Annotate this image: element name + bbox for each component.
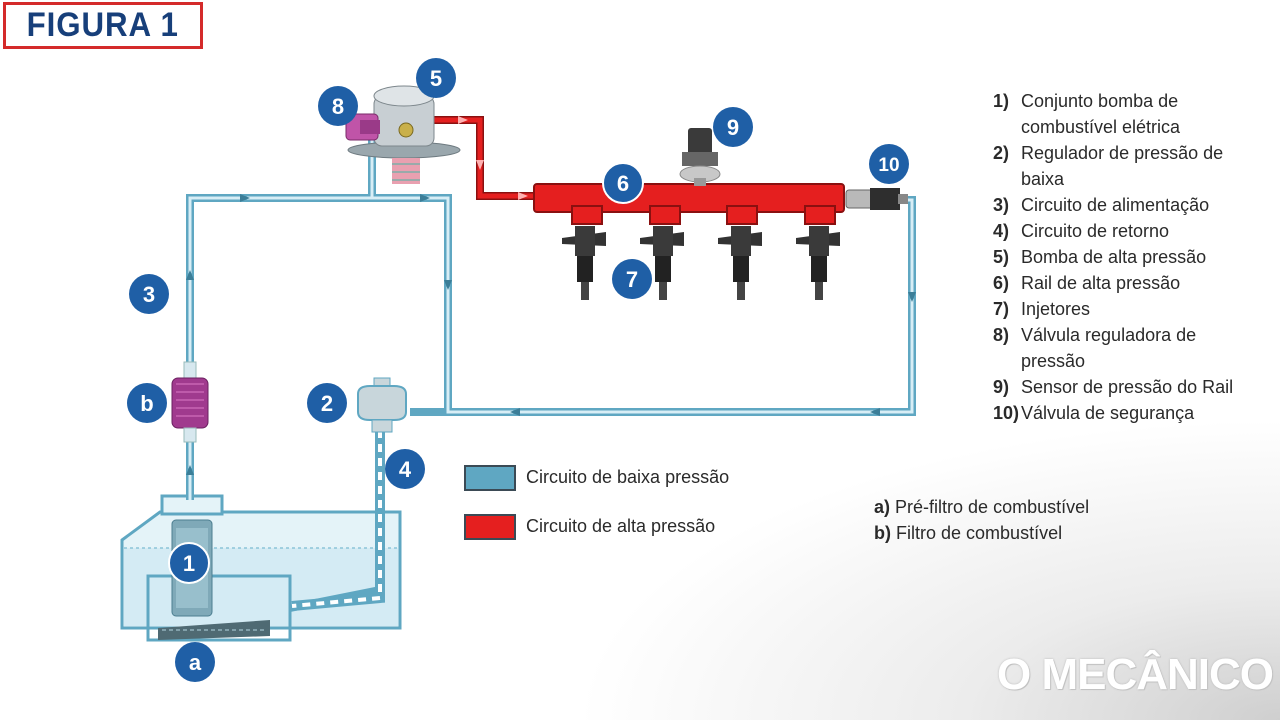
- badge-8-label: 8: [332, 94, 344, 119]
- filter-item: a) Pré-filtro de combustível: [874, 494, 1089, 520]
- badge-6: 6: [602, 162, 644, 204]
- legend-number: 8): [993, 325, 1010, 345]
- injector-1: [562, 226, 606, 300]
- figure-title: FIGURA 1: [26, 6, 180, 44]
- badge-4: 4: [385, 449, 425, 489]
- legend-number: 1): [993, 91, 1010, 111]
- rail-pressure-sensor: [679, 128, 721, 186]
- fuel-tank: [120, 494, 402, 642]
- injector-4: [796, 226, 840, 300]
- high-pressure-arrows: [458, 116, 528, 200]
- low-pressure-key-label: Circuito de baixa pressão: [526, 467, 730, 487]
- badge-a: a: [175, 642, 215, 682]
- filter-legend: a) Pré-filtro de combustível b) Filtro d…: [874, 494, 1089, 546]
- low-pressure-regulator: [357, 377, 407, 433]
- badge-10: 10: [869, 144, 909, 184]
- filter-key: a): [874, 497, 891, 517]
- legend-item: 9) Sensor de pressão do Rail: [993, 374, 1253, 400]
- legend-item: 6) Rail de alta pressão: [993, 270, 1253, 296]
- high-pressure-rail: [533, 183, 845, 225]
- badge-2-label: 2: [321, 391, 333, 416]
- badge-3-label: 3: [143, 282, 155, 307]
- legend-number: 7): [993, 299, 1010, 319]
- legend-text: Conjunto bomba de combustível elétrica: [1021, 91, 1181, 137]
- badge-a-label: a: [189, 650, 202, 675]
- high-pressure-lines: [430, 116, 536, 200]
- badge-3: 3: [129, 274, 169, 314]
- badge-b-label: b: [140, 391, 153, 416]
- legend-text: Injetores: [1021, 299, 1091, 319]
- legend-text: Circuito de alimentação: [1021, 195, 1210, 215]
- legend-text: Rail de alta pressão: [1021, 273, 1181, 293]
- filter-item: b) Filtro de combustível: [874, 520, 1089, 546]
- badge-10-label: 10: [878, 155, 899, 176]
- badge-2: 2: [307, 383, 347, 423]
- legend-item: 2) Regulador de pressão de baixa: [993, 140, 1253, 192]
- legend-item: 4) Circuito de retorno: [993, 218, 1253, 244]
- badge-7: 7: [612, 259, 652, 299]
- badge-7-label: 7: [626, 267, 638, 292]
- component-legend: 1) Conjunto bomba de combustível elétrica…: [993, 88, 1253, 426]
- legend-item: 7) Injetores: [993, 296, 1253, 322]
- legend-text: Bomba de alta pressão: [1021, 247, 1207, 267]
- badge-4-label: 4: [399, 457, 412, 482]
- badge-1: 1: [168, 542, 210, 584]
- legend-text: Circuito de retorno: [1021, 221, 1170, 241]
- legend-text: Válvula de segurança: [1021, 403, 1195, 423]
- filter-text: Pré-filtro de combustível: [895, 497, 1090, 517]
- legend-number: 3): [993, 195, 1010, 215]
- high-pressure-key-label: Circuito de alta pressão: [526, 516, 716, 536]
- legend-number: 9): [993, 377, 1010, 397]
- badge-1-label: 1: [183, 551, 195, 576]
- badge-9: 9: [713, 107, 753, 147]
- badges: 1 2 3 4 5 6 7 8 9 10 a b: [127, 58, 909, 682]
- figure-title-box: FIGURA 1: [3, 2, 203, 49]
- legend-item: 10)Válvula de segurança: [993, 400, 1253, 426]
- legend-text: Sensor de pressão do Rail: [1021, 377, 1234, 397]
- filter-text: Filtro de combustível: [896, 523, 1063, 543]
- return-line-dashed: [291, 430, 385, 611]
- low-pressure-swatch: [464, 465, 516, 491]
- high-pressure-swatch: [464, 514, 516, 540]
- badge-9-label: 9: [727, 115, 739, 140]
- legend-item: 3) Circuito de alimentação: [993, 192, 1253, 218]
- flow-arrows: [186, 194, 916, 475]
- legend-number: 2): [993, 143, 1010, 163]
- legend-text: Regulador de pressão de baixa: [1021, 143, 1224, 189]
- badge-5: 5: [416, 58, 456, 98]
- legend-item: 8) Válvula reguladora de pressão: [993, 322, 1253, 374]
- injectors: [562, 226, 840, 300]
- badge-5-label: 5: [430, 66, 442, 91]
- badge-b: b: [127, 383, 167, 423]
- legend-item: 5) Bomba de alta pressão: [993, 244, 1253, 270]
- badge-6-label: 6: [617, 171, 629, 196]
- pre-filter: [158, 620, 270, 640]
- legend-number: 5): [993, 247, 1010, 267]
- legend-item: 1) Conjunto bomba de combustível elétrica: [993, 88, 1253, 140]
- legend-number: 10): [993, 403, 1020, 423]
- legend-number: 6): [993, 273, 1010, 293]
- safety-valve: [845, 188, 908, 210]
- injector-2: [640, 226, 684, 300]
- legend-text: Válvula reguladora de pressão: [1021, 325, 1197, 371]
- legend-number: 4): [993, 221, 1010, 241]
- injector-3: [718, 226, 762, 300]
- pressure-regulating-valve: [345, 113, 380, 141]
- filter-key: b): [874, 523, 891, 543]
- brand-watermark: O MECÂNICO: [997, 650, 1274, 699]
- fuel-filter: [171, 361, 209, 443]
- high-pressure-pump: [347, 85, 461, 184]
- badge-8: 8: [318, 86, 358, 126]
